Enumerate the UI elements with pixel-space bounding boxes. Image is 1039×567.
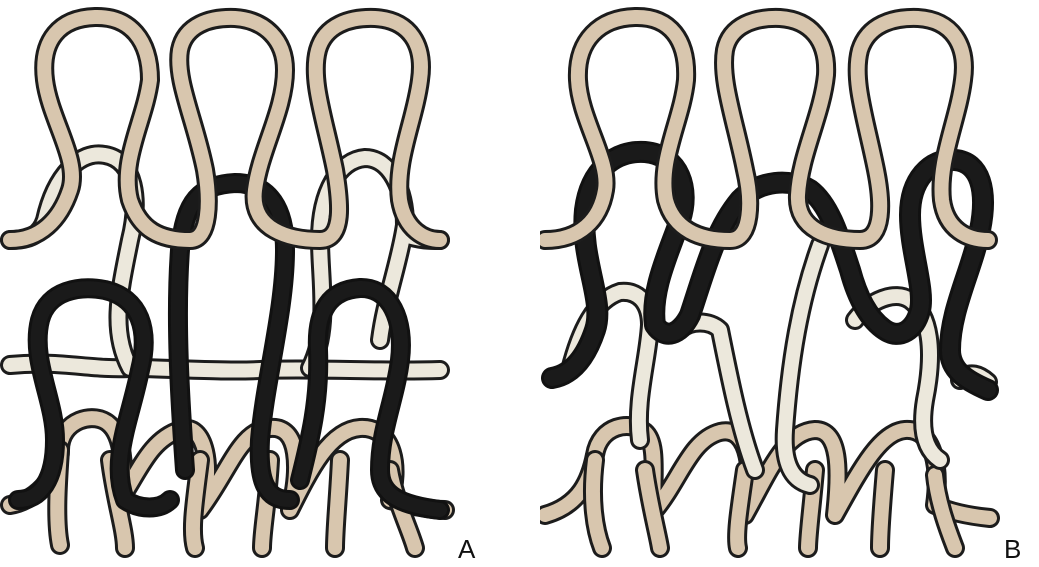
panel-b-stitch-diagram [540,0,1000,567]
panel-a-stitch-diagram [0,0,460,567]
top-tan-yarn [10,17,440,240]
panel-b-label: B [1004,536,1021,562]
top-tan-yarn [545,17,988,240]
panel-a-label: A [458,536,475,562]
